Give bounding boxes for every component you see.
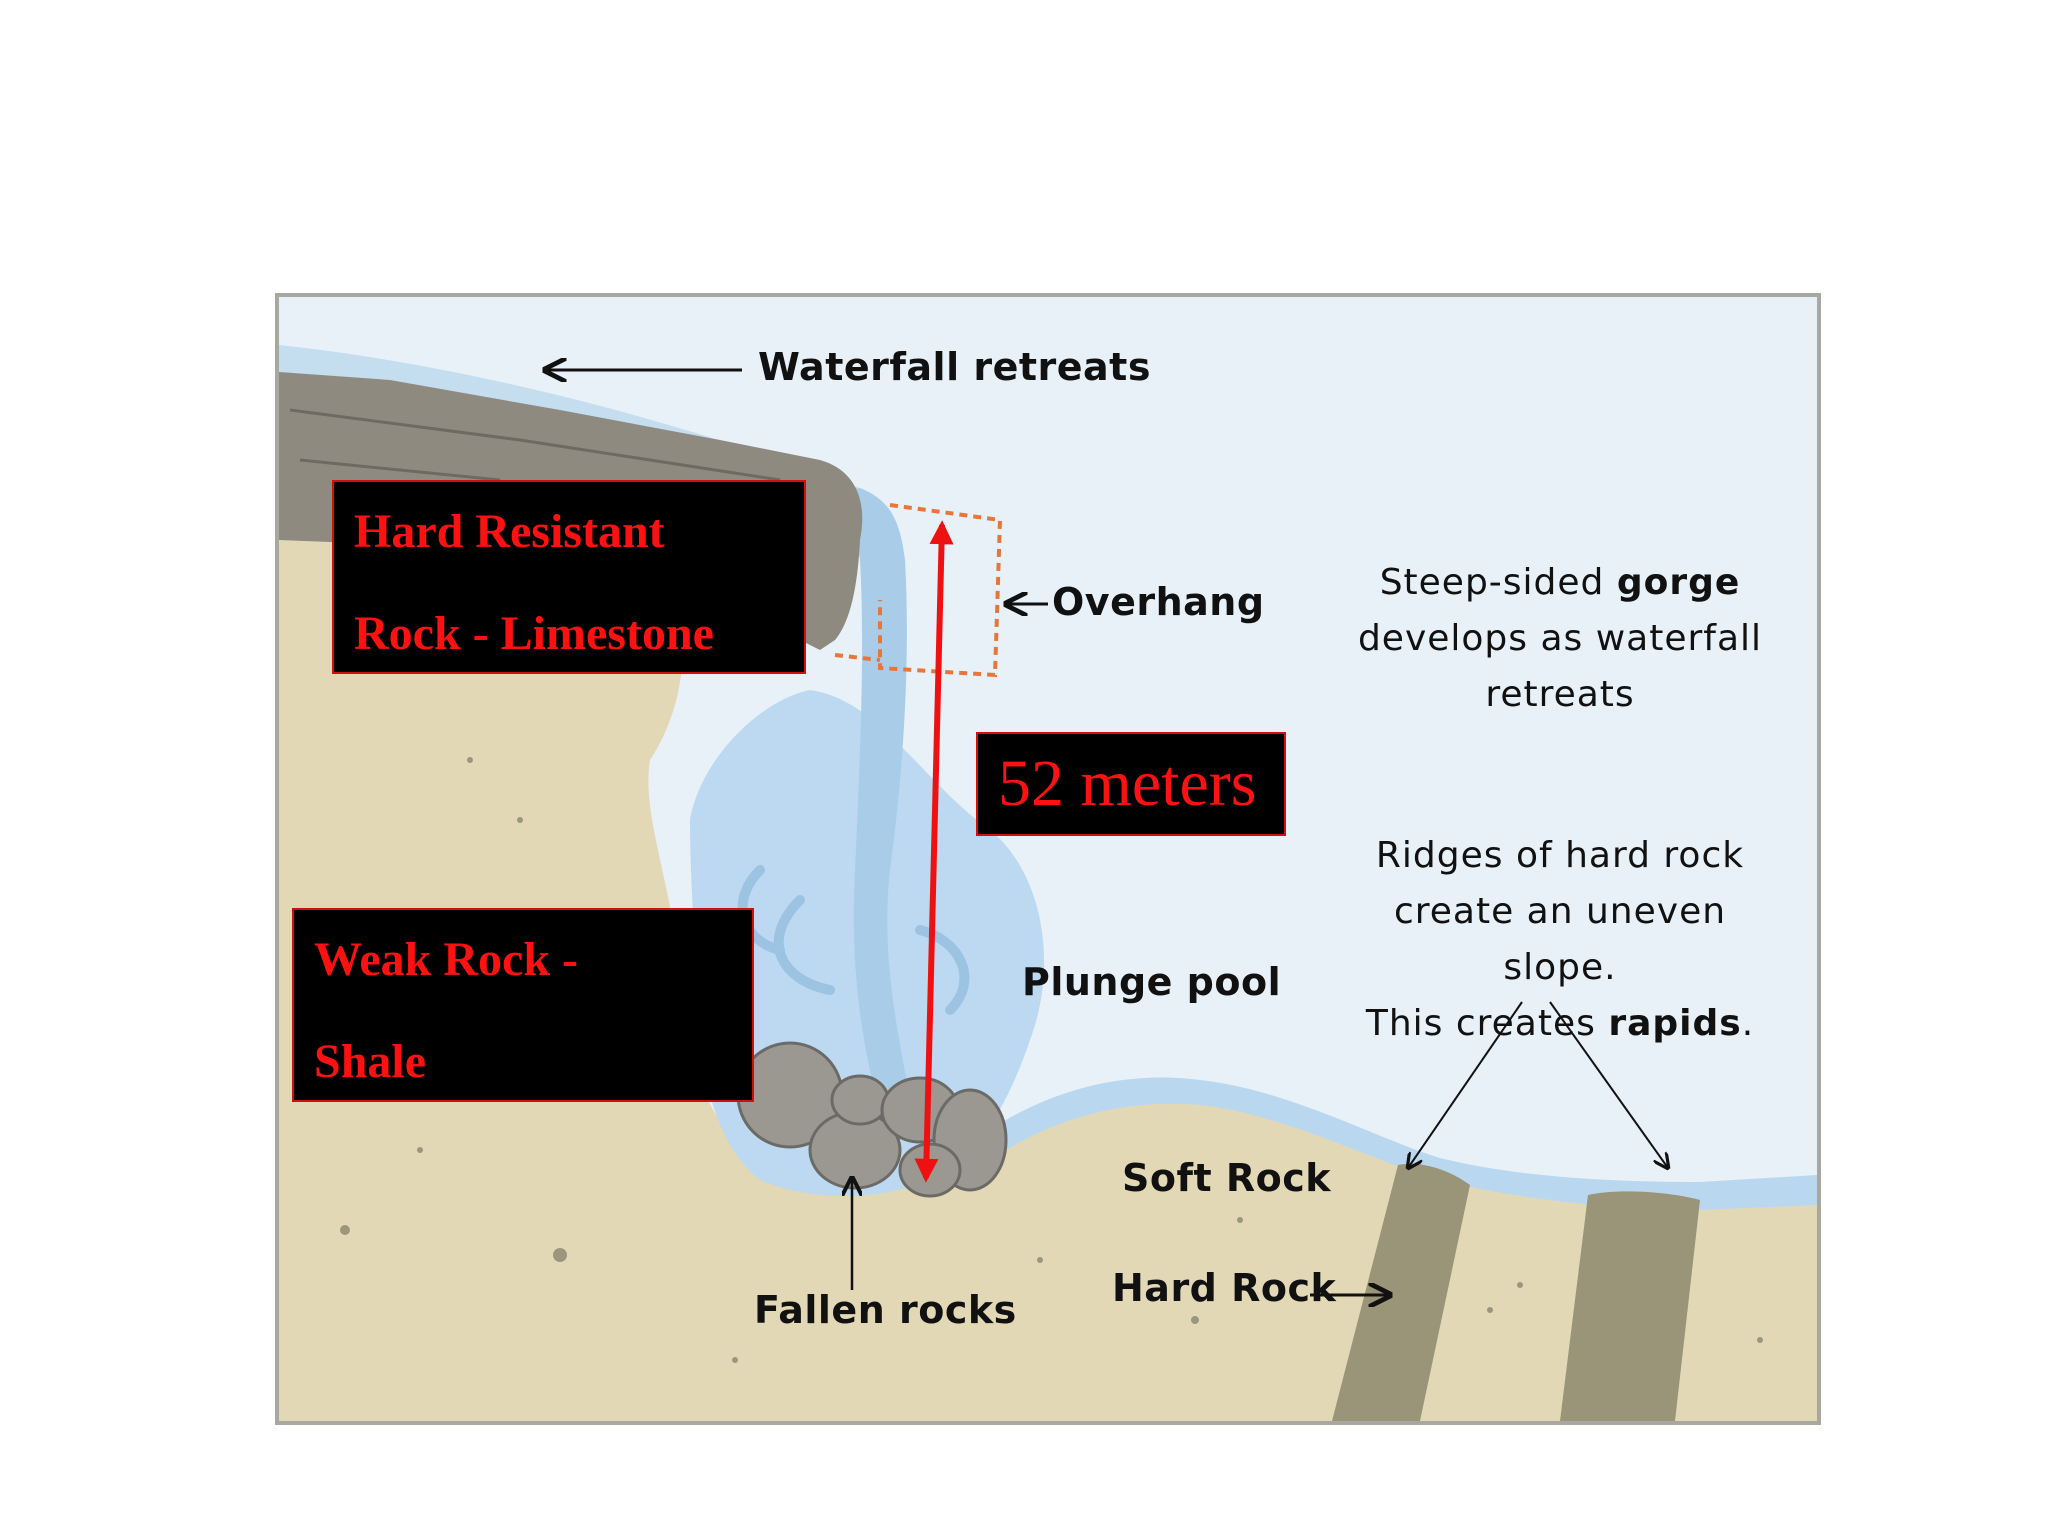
gorge-note-line-3: retreats — [1485, 674, 1635, 715]
hard-rock-callout-line-2: Rock - Limestone — [354, 607, 714, 660]
gorge-note-line-2: develops as waterfall — [1357, 618, 1763, 659]
rapids-note-line-1: Ridges of hard rock — [1375, 835, 1745, 876]
rapids-note-line-3: This creates rapids. — [1365, 1003, 1755, 1044]
rapids-note: Ridges of hard rock create an uneven slo… — [1340, 828, 1780, 1052]
waterfall-stream — [845, 488, 910, 1110]
rapids-arrow-right — [1549, 1001, 1668, 1168]
hard-rock-label: Hard Rock — [1112, 1266, 1337, 1310]
height-callout-text: 52 meters — [998, 747, 1257, 820]
gorge-note: Steep-sided gorge develops as waterfall … — [1350, 555, 1770, 723]
overhang-label: Overhang — [1052, 580, 1265, 624]
plunge-pool-label: Plunge pool — [1022, 960, 1282, 1004]
weak-rock-callout-line-2: Shale — [314, 1035, 427, 1088]
overhang-outline — [834, 503, 1003, 678]
hard-rock-callout: Hard Resistant Rock - Limestone — [332, 480, 806, 674]
hard-rock-ridge-1 — [1332, 1163, 1470, 1421]
rapids-note-line-2: create an uneven slope. — [1393, 891, 1727, 988]
gorge-note-line-1: Steep-sided gorge — [1379, 562, 1741, 603]
soft-rock-label: Soft Rock — [1122, 1156, 1332, 1200]
weak-rock-callout-line-1: Weak Rock - — [314, 933, 578, 986]
height-arrow — [914, 520, 954, 1183]
weak-rock-callout: Weak Rock - Shale — [292, 908, 754, 1102]
rapids-arrow-left — [1408, 1001, 1523, 1168]
height-callout: 52 meters — [976, 732, 1286, 836]
hard-rock-ridge-2 — [1560, 1191, 1700, 1421]
lower-river-water — [960, 1077, 1817, 1210]
waterfall-retreats-label: Waterfall retreats — [758, 345, 1151, 389]
sand-speckles — [340, 657, 1763, 1363]
hard-rock-callout-line-1: Hard Resistant — [354, 505, 665, 558]
fallen-rocks-label: Fallen rocks — [754, 1288, 1017, 1332]
